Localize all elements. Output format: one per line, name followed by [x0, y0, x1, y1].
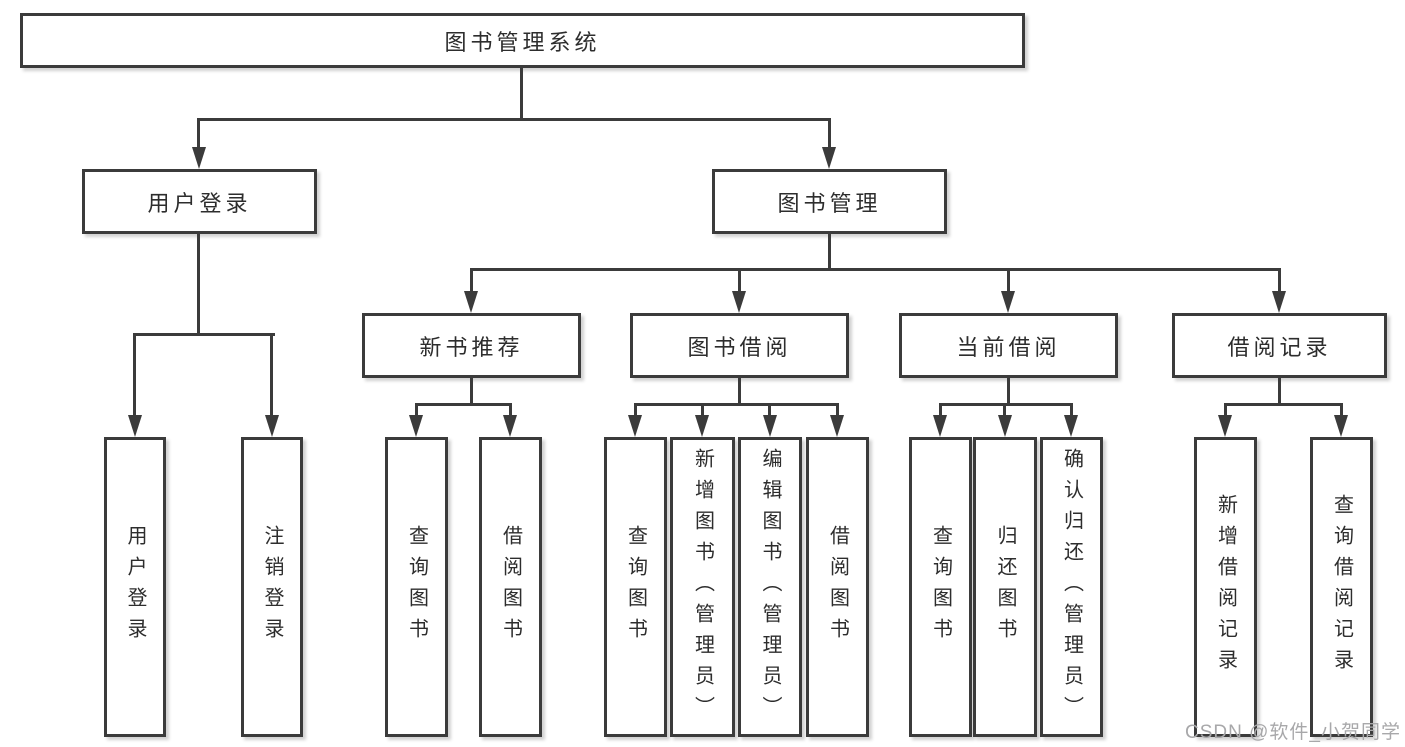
- node-label: 图书管理系统: [444, 29, 601, 55]
- node-user-login: 用户登录: [82, 169, 317, 234]
- leaf-label: 查询图书: [929, 525, 952, 649]
- leaf-add-book-admin: 新增图书（管理员）: [670, 437, 735, 737]
- leaf-borrow-books-borrowing: 借阅图书: [806, 437, 869, 737]
- connector-arrowhead: [1218, 415, 1232, 437]
- connector-stem: [828, 234, 831, 271]
- leaf-user-login: 用户登录: [104, 437, 166, 737]
- connector-stem: [828, 118, 831, 148]
- leaf-label: 查询图书: [405, 525, 428, 649]
- leaf-label: 查询图书: [624, 525, 647, 649]
- node-borrowing-records: 借阅记录: [1172, 313, 1387, 378]
- connector-arrowhead: [830, 415, 844, 437]
- connector-arrowhead: [1001, 291, 1015, 313]
- leaf-query-books-current: 查询图书: [909, 437, 972, 737]
- connector-stem: [270, 333, 273, 417]
- connector-arrowhead: [128, 415, 142, 437]
- leaf-label: 查询借阅记录: [1330, 494, 1353, 680]
- connector-arrowhead: [763, 415, 777, 437]
- leaf-query-borrow-record: 查询借阅记录: [1310, 437, 1373, 737]
- connector-stem: [768, 403, 771, 417]
- leaf-label: 新增借阅记录: [1214, 494, 1237, 680]
- node-label: 借阅记录: [1227, 334, 1332, 360]
- leaf-label: 借阅图书: [499, 525, 522, 649]
- connector-rail: [1224, 403, 1343, 406]
- connector-arrowhead: [732, 291, 746, 313]
- connector-stem: [836, 403, 839, 417]
- connector-arrowhead: [998, 415, 1012, 437]
- leaf-label: 新增图书（管理员）: [691, 447, 714, 727]
- connector-rail: [415, 403, 512, 406]
- leaf-add-borrow-record: 新增借阅记录: [1194, 437, 1257, 737]
- connector-stem: [634, 403, 637, 417]
- connector-arrowhead: [409, 415, 423, 437]
- connector-stem: [197, 234, 200, 335]
- node-library-management-system: 图书管理系统: [20, 13, 1025, 68]
- node-label: 图书管理: [777, 190, 882, 216]
- connector-arrowhead: [265, 415, 279, 437]
- leaf-label: 用户登录: [124, 525, 146, 649]
- connector-stem: [939, 403, 942, 417]
- node-book-management: 图书管理: [712, 169, 947, 234]
- leaf-confirm-return-admin: 确认归还（管理员）: [1040, 437, 1103, 737]
- connector-stem: [470, 378, 473, 406]
- connector-stem: [1224, 403, 1227, 417]
- connector-stem: [1340, 403, 1343, 417]
- connector-stem: [520, 68, 523, 120]
- connector-arrowhead: [628, 415, 642, 437]
- connector-stem: [1003, 403, 1006, 417]
- leaf-label: 归还图书: [994, 525, 1016, 649]
- leaf-borrow-books-recommend: 借阅图书: [479, 437, 542, 737]
- leaf-label: 注销登录: [261, 525, 283, 649]
- node-label: 图书借阅: [687, 334, 792, 360]
- leaf-label: 确认归还（管理员）: [1060, 447, 1083, 727]
- connector-rail: [133, 333, 275, 336]
- node-current-borrowing: 当前借阅: [899, 313, 1118, 378]
- connector-arrowhead: [1272, 291, 1286, 313]
- connector-rail: [470, 268, 1281, 271]
- node-book-borrowing: 图书借阅: [630, 313, 849, 378]
- connector-stem: [738, 378, 741, 406]
- connector-arrowhead: [822, 147, 836, 169]
- connector-stem: [1007, 378, 1010, 406]
- leaf-return-books: 归还图书: [973, 437, 1037, 737]
- connector-stem: [133, 333, 136, 417]
- connector-stem: [509, 403, 512, 417]
- connector-stem: [1278, 268, 1281, 293]
- connector-rail: [939, 403, 1073, 406]
- node-label: 新书推荐: [419, 334, 524, 360]
- connector-arrowhead: [695, 415, 709, 437]
- connector-rail: [634, 403, 839, 406]
- leaf-query-books-borrowing: 查询图书: [604, 437, 667, 737]
- connector-arrowhead: [464, 291, 478, 313]
- connector-stem: [1278, 378, 1281, 406]
- connector-arrowhead: [192, 147, 206, 169]
- leaf-label: 编辑图书（管理员）: [759, 447, 781, 727]
- node-new-book-recommendation: 新书推荐: [362, 313, 581, 378]
- connector-arrowhead: [1334, 415, 1348, 437]
- connector-arrowhead: [933, 415, 947, 437]
- leaf-edit-book-admin: 编辑图书（管理员）: [738, 437, 802, 737]
- connector-stem: [701, 403, 704, 417]
- connector-stem: [470, 268, 473, 293]
- node-label: 当前借阅: [956, 334, 1061, 360]
- leaf-query-books-recommend: 查询图书: [385, 437, 448, 737]
- node-label: 用户登录: [147, 190, 252, 216]
- connector-stem: [197, 118, 200, 148]
- connector-stem: [738, 268, 741, 293]
- connector-stem: [1070, 403, 1073, 417]
- connector-rail: [197, 118, 831, 121]
- connector-arrowhead: [1064, 415, 1078, 437]
- connector-arrowhead: [503, 415, 517, 437]
- connector-stem: [415, 403, 418, 417]
- leaf-label: 借阅图书: [826, 525, 849, 649]
- csdn-watermark: CSDN @软件_小贺同学: [1185, 722, 1401, 743]
- leaf-logout: 注销登录: [241, 437, 303, 737]
- connector-stem: [1007, 268, 1010, 293]
